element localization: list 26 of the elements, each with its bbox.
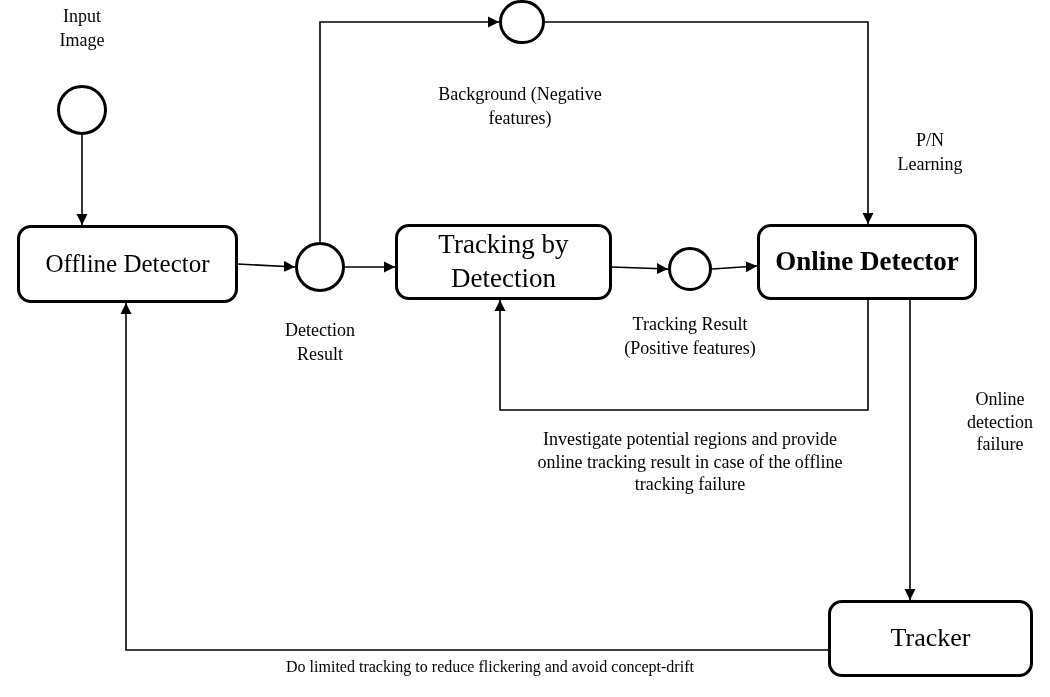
arrow bbox=[76, 134, 88, 226]
process-box bbox=[17, 225, 238, 303]
arrow bbox=[237, 260, 296, 272]
process-box bbox=[395, 224, 612, 300]
node-label: Offline Detector bbox=[45, 249, 210, 280]
node-caption: Input Image bbox=[58, 5, 106, 53]
node-caption: Tracking Result (Positive features) bbox=[623, 313, 757, 361]
arrow bbox=[904, 299, 916, 601]
node-label: Tracking by Detection bbox=[437, 228, 570, 295]
process-box bbox=[757, 224, 977, 300]
arrow bbox=[344, 261, 396, 273]
arrow bbox=[319, 16, 500, 243]
node-caption: Background (Negative features) bbox=[437, 83, 603, 131]
arrow bbox=[711, 261, 758, 273]
node-label: Online Detector bbox=[775, 245, 959, 279]
node-caption: Detection Result bbox=[284, 319, 356, 367]
node-label: Tracker bbox=[890, 622, 971, 655]
edge-label: Online detection failure bbox=[966, 388, 1034, 456]
arrow bbox=[544, 21, 874, 225]
arrow bbox=[611, 263, 669, 275]
arrow bbox=[494, 299, 869, 411]
annotation-label: P/N Learning bbox=[896, 129, 964, 177]
edge-label: Investigate potential regions and provide online tracking result in case of the offline tracking failure bbox=[536, 428, 844, 496]
edge-label: Do limited tracking to reduce flickering and avoid concept-drift bbox=[285, 657, 695, 677]
arrow bbox=[120, 302, 829, 651]
process-box bbox=[828, 600, 1033, 677]
